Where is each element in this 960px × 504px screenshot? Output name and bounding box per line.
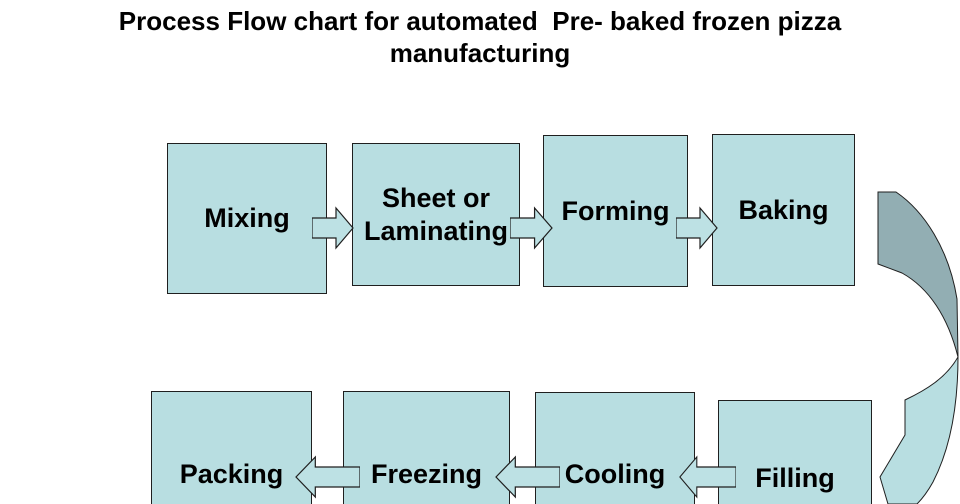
process-box-mixing: Mixing	[167, 143, 327, 294]
process-box-packing: Packing	[151, 391, 312, 504]
arrow-right-icon	[676, 206, 718, 250]
process-box-cooling: Cooling	[535, 392, 695, 504]
process-box-filling: Filling	[718, 400, 872, 504]
arrow-right-icon	[312, 206, 354, 250]
chart-title-line-2: manufacturing	[389, 38, 571, 68]
chart-title: Process Flow chart for automated Pre- ba…	[0, 5, 960, 69]
process-box-label: Freezing	[370, 458, 483, 489]
process-box-label: Baking	[738, 194, 829, 225]
curved-arrow-down-left-icon	[858, 185, 960, 504]
arrow-left-icon	[495, 455, 560, 499]
process-box-forming: Forming	[543, 135, 688, 287]
process-box-label: Sheet or Laminating	[363, 183, 508, 246]
process-box-label: Forming	[561, 195, 670, 226]
process-box-label: Cooling	[564, 459, 666, 490]
arrow-right-icon	[510, 206, 553, 250]
arrow-left-icon	[679, 455, 736, 499]
process-box-freezing: Freezing	[343, 391, 510, 504]
arrow-left-icon	[295, 455, 360, 499]
process-box-label: Filling	[755, 463, 835, 494]
chart-title-line-1: Process Flow chart for automated Pre- ba…	[118, 6, 842, 36]
process-box-sheet-or-laminating: Sheet or Laminating	[352, 143, 520, 286]
process-box-label: Packing	[179, 458, 284, 489]
process-box-label: Mixing	[204, 203, 290, 234]
process-box-baking: Baking	[712, 134, 855, 286]
